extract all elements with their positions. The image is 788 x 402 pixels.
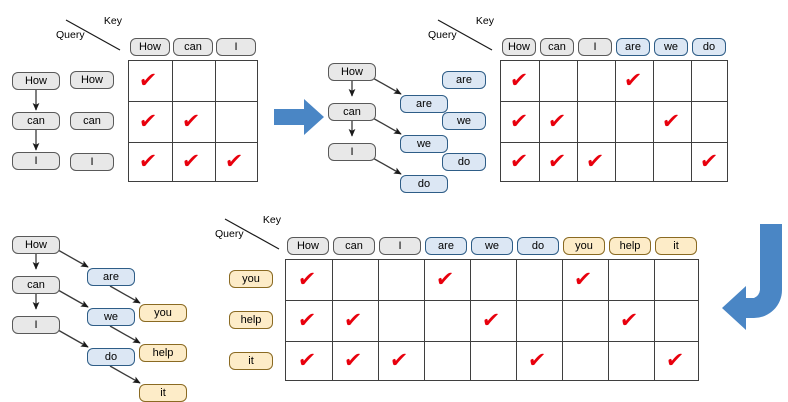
col-header-how: How [287, 237, 329, 255]
row-label-it: it [229, 352, 273, 370]
col-header-how: How [502, 38, 536, 56]
key-query-corner-a: Key Query [56, 15, 122, 54]
check-mark: ✔ [137, 149, 158, 173]
panel-c-grid: ✔ ✔ ✔ ✔ ✔ ✔ ✔ ✔ ✔ ✔ ✔ ✔ [285, 259, 699, 381]
col-header-can: can [540, 38, 574, 56]
query-label: Query [428, 29, 457, 41]
row-label-help: help [229, 311, 273, 329]
corner-diagonal-line [65, 19, 121, 51]
check-mark: ✔ [180, 109, 201, 133]
col-header-help: help [609, 237, 651, 255]
check-mark: ✔ [618, 308, 639, 332]
check-mark: ✔ [660, 109, 681, 133]
row-label-how: How [70, 71, 114, 89]
col-header-are: are [616, 38, 650, 56]
check-mark: ✔ [526, 348, 547, 372]
tree-token-can: can [12, 276, 60, 294]
row-label-do: do [442, 153, 486, 171]
check-mark: ✔ [622, 68, 643, 92]
check-mark: ✔ [434, 267, 455, 291]
col-header-i: I [379, 237, 421, 255]
col-header-we: we [654, 38, 688, 56]
check-mark: ✔ [137, 109, 158, 133]
key-query-corner-c: Key Query [215, 214, 281, 253]
check-mark: ✔ [664, 348, 685, 372]
panel-a-grid: ✔ ✔ ✔ ✔ ✔ ✔ [128, 60, 258, 182]
key-label: Key [475, 15, 494, 27]
check-mark: ✔ [546, 109, 567, 133]
check-mark: ✔ [296, 267, 317, 291]
col-header-how: How [130, 38, 170, 56]
col-header-i: I [578, 38, 612, 56]
key-query-corner-b: Key Query [428, 15, 494, 54]
row-label-can: can [70, 112, 114, 130]
tree-token-i: I [328, 143, 376, 161]
row-label-you: you [229, 270, 273, 288]
check-mark: ✔ [508, 68, 529, 92]
query-label: Query [56, 29, 85, 41]
check-mark: ✔ [388, 348, 409, 372]
row-label-we: we [442, 112, 486, 130]
tree-token-we: we [400, 135, 448, 153]
col-header-can: can [173, 38, 213, 56]
check-mark: ✔ [508, 109, 529, 133]
check-mark: ✔ [584, 149, 605, 173]
tree-token-are: are [400, 95, 448, 113]
col-header-can: can [333, 237, 375, 255]
tree-token-how: How [12, 236, 60, 254]
check-mark: ✔ [508, 149, 529, 173]
check-mark: ✔ [296, 308, 317, 332]
check-mark: ✔ [223, 149, 244, 173]
tree-token-i: I [12, 316, 60, 334]
tree-token-do: do [87, 348, 135, 366]
col-header-do: do [517, 237, 559, 255]
tree-token-we: we [87, 308, 135, 326]
check-mark: ✔ [296, 348, 317, 372]
col-header-we: we [471, 237, 513, 255]
tree-token-help: help [139, 344, 187, 362]
col-header-are: are [425, 237, 467, 255]
check-mark: ✔ [180, 149, 201, 173]
tree-token-you: you [139, 304, 187, 322]
panel-b-grid: ✔ ✔ ✔ ✔ ✔ ✔ ✔ ✔ ✔ [500, 60, 728, 182]
key-label: Key [262, 214, 281, 226]
tree-token-can: can [328, 103, 376, 121]
check-mark: ✔ [546, 149, 567, 173]
query-label: Query [215, 228, 244, 240]
check-mark: ✔ [572, 267, 593, 291]
corner-diagonal-line [437, 19, 493, 51]
chain-token-i: I [12, 152, 60, 170]
tree-token-it: it [139, 384, 187, 402]
col-header-i: I [216, 38, 256, 56]
corner-diagonal-line [224, 218, 280, 250]
check-mark: ✔ [342, 348, 363, 372]
col-header-it: it [655, 237, 697, 255]
row-label-i: I [70, 153, 114, 171]
arrow-right-icon [274, 99, 324, 135]
row-label-are: are [442, 71, 486, 89]
col-header-you: you [563, 237, 605, 255]
check-mark: ✔ [137, 68, 158, 92]
tree-token-do: do [400, 175, 448, 193]
chain-token-can: can [12, 112, 60, 130]
check-mark: ✔ [480, 308, 501, 332]
tree-token-are: are [87, 268, 135, 286]
key-label: Key [103, 15, 122, 27]
tree-token-how: How [328, 63, 376, 81]
check-mark: ✔ [342, 308, 363, 332]
col-header-do: do [692, 38, 726, 56]
chain-token-how: How [12, 72, 60, 90]
arrow-wrap-down-left-icon [722, 224, 782, 330]
check-mark: ✔ [698, 149, 719, 173]
